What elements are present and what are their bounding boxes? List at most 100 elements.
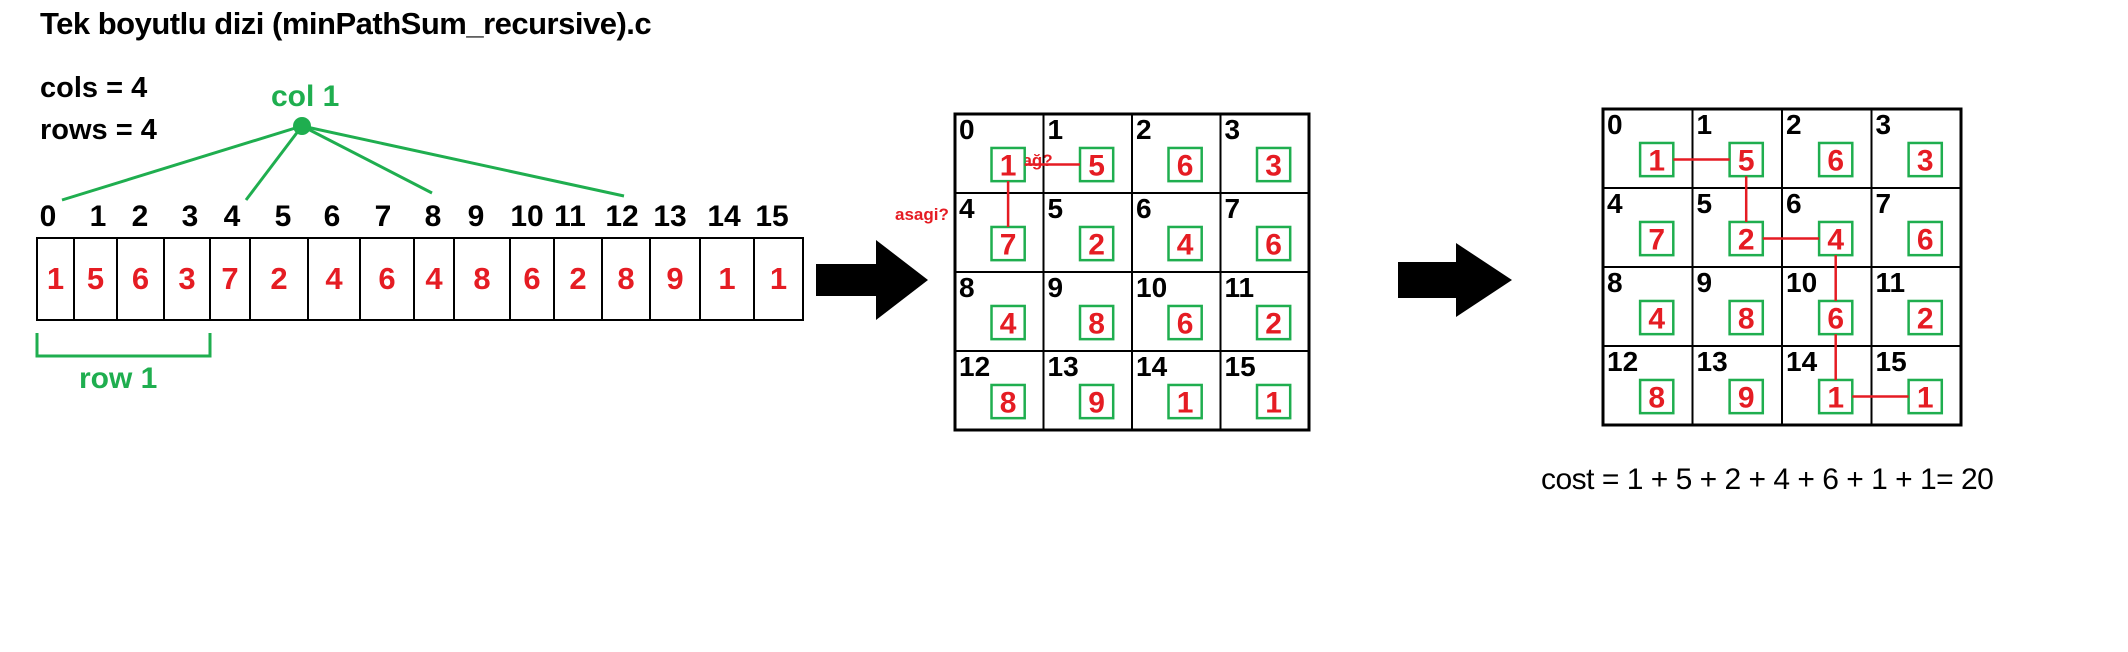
grid-cell-value: 1 xyxy=(1000,150,1017,183)
array-cell-value: 2 xyxy=(270,261,287,296)
cost-formula: cost = 1 + 5 + 2 + 4 + 6 + 1 + 1= 20 xyxy=(1541,463,1994,496)
grid-index: 14 xyxy=(1136,351,1168,382)
array-index: 1 xyxy=(90,200,107,233)
grid-value-box xyxy=(1255,383,1292,420)
arrow-right-icon xyxy=(816,240,928,320)
grid-value-box xyxy=(990,383,1026,420)
grid-cell-value: 3 xyxy=(1917,145,1934,178)
grid-value-box xyxy=(1255,225,1292,262)
grid-index: 13 xyxy=(1048,351,1079,382)
grid-cell-value: 1 xyxy=(1917,382,1934,415)
array-index: 3 xyxy=(182,200,199,233)
grid-value-box xyxy=(1638,220,1675,257)
array-index: 14 xyxy=(707,200,741,233)
grid-cell-value: 8 xyxy=(1648,382,1665,415)
rows-label: rows = 4 xyxy=(40,114,157,146)
grid-index: 9 xyxy=(1048,272,1064,303)
grid-value-box xyxy=(1078,225,1115,262)
grid-cell-value: 6 xyxy=(1177,308,1194,341)
array-cell-value: 5 xyxy=(87,261,104,296)
grid-index: 11 xyxy=(1225,272,1255,303)
array-index: 2 xyxy=(132,200,149,233)
grid-index: 3 xyxy=(1876,109,1892,140)
grid-index: 15 xyxy=(1225,351,1256,382)
array-index: 6 xyxy=(324,200,341,233)
array-index: 4 xyxy=(224,200,241,233)
array-index: 8 xyxy=(425,200,442,233)
grid-value-box xyxy=(1167,225,1203,262)
grid-cell-value: 2 xyxy=(1738,224,1755,257)
grid-cell-value: 6 xyxy=(1827,145,1844,178)
grid-index: 2 xyxy=(1786,109,1802,140)
array-cell-value: 8 xyxy=(473,261,490,296)
grid-value-box xyxy=(1907,299,1944,336)
grid-index: 13 xyxy=(1697,346,1728,377)
grid-cell-value: 2 xyxy=(1917,303,1934,336)
grid-index: 9 xyxy=(1697,267,1713,298)
page-title: Tek boyutlu dizi (minPathSum_recursive).… xyxy=(40,6,652,41)
array-index: 13 xyxy=(653,200,686,233)
grid-cell-value: 6 xyxy=(1177,150,1194,183)
grid-cell-value: 2 xyxy=(1088,229,1105,262)
grid-value-box xyxy=(1167,146,1203,183)
grid-value-box xyxy=(1817,141,1854,178)
grid-value-box xyxy=(1638,378,1675,415)
grid-cell-value: 7 xyxy=(1648,224,1665,257)
grid-index: 1 xyxy=(1697,109,1713,140)
grid-value-box xyxy=(1728,299,1765,336)
array-index: 12 xyxy=(605,200,638,233)
grid-value-box xyxy=(1078,146,1115,183)
array-cell-value: 6 xyxy=(523,261,540,296)
array-cell-value: 9 xyxy=(666,261,683,296)
grid-cell-value: 4 xyxy=(1648,303,1665,336)
grid-index: 8 xyxy=(959,272,975,303)
grid-cell-value: 7 xyxy=(1000,229,1017,262)
array-index: 11 xyxy=(554,200,586,233)
col-line-0 xyxy=(61,124,303,202)
grid-index: 4 xyxy=(959,193,975,224)
grid-value-box xyxy=(1728,378,1765,415)
grid-index: 14 xyxy=(1786,346,1818,377)
grid-cell-value: 9 xyxy=(1738,382,1755,415)
array-cell-value: 8 xyxy=(617,261,634,296)
grid-index: 0 xyxy=(1607,109,1623,140)
grid-index: 10 xyxy=(1786,267,1817,298)
down-question-label: asagi? xyxy=(895,205,949,224)
grid-value-box xyxy=(1638,299,1675,336)
grid-value-box xyxy=(1078,304,1115,341)
grid-cell-value: 6 xyxy=(1265,229,1282,262)
grid-cell-value: 6 xyxy=(1917,224,1934,257)
grid-index: 6 xyxy=(1786,188,1802,219)
array-index: 15 xyxy=(755,200,788,233)
grid-index: 8 xyxy=(1607,267,1623,298)
grid-cell-value: 4 xyxy=(1000,308,1017,341)
grid-cell-value: 3 xyxy=(1265,150,1282,183)
cols-label: cols = 4 xyxy=(40,72,148,104)
array-cell-value: 6 xyxy=(378,261,395,296)
array-index: 7 xyxy=(375,200,392,233)
grid-cell-value: 5 xyxy=(1738,145,1755,178)
array-index: 0 xyxy=(40,200,57,233)
grid-index: 12 xyxy=(1607,346,1638,377)
grid-cell-value: 8 xyxy=(1738,303,1755,336)
array-cell-value: 4 xyxy=(325,261,343,296)
grid-value-box xyxy=(1167,304,1203,341)
grid-cell-value: 1 xyxy=(1648,145,1665,178)
array-cell-value: 3 xyxy=(178,261,195,296)
grid-index: 5 xyxy=(1048,193,1064,224)
grid-value-box xyxy=(1907,141,1944,178)
grid-index: 7 xyxy=(1225,193,1241,224)
grid-value-box xyxy=(1167,383,1203,420)
grid-index: 12 xyxy=(959,351,990,382)
grid-index: 11 xyxy=(1876,267,1906,298)
array-border xyxy=(36,237,804,321)
array-index: 10 xyxy=(510,200,543,233)
grid-cell-value: 4 xyxy=(1177,229,1194,262)
grid-index: 2 xyxy=(1136,114,1152,145)
grid-value-box xyxy=(1907,220,1944,257)
col-node-dot xyxy=(293,117,311,135)
grid-index: 1 xyxy=(1048,114,1064,145)
